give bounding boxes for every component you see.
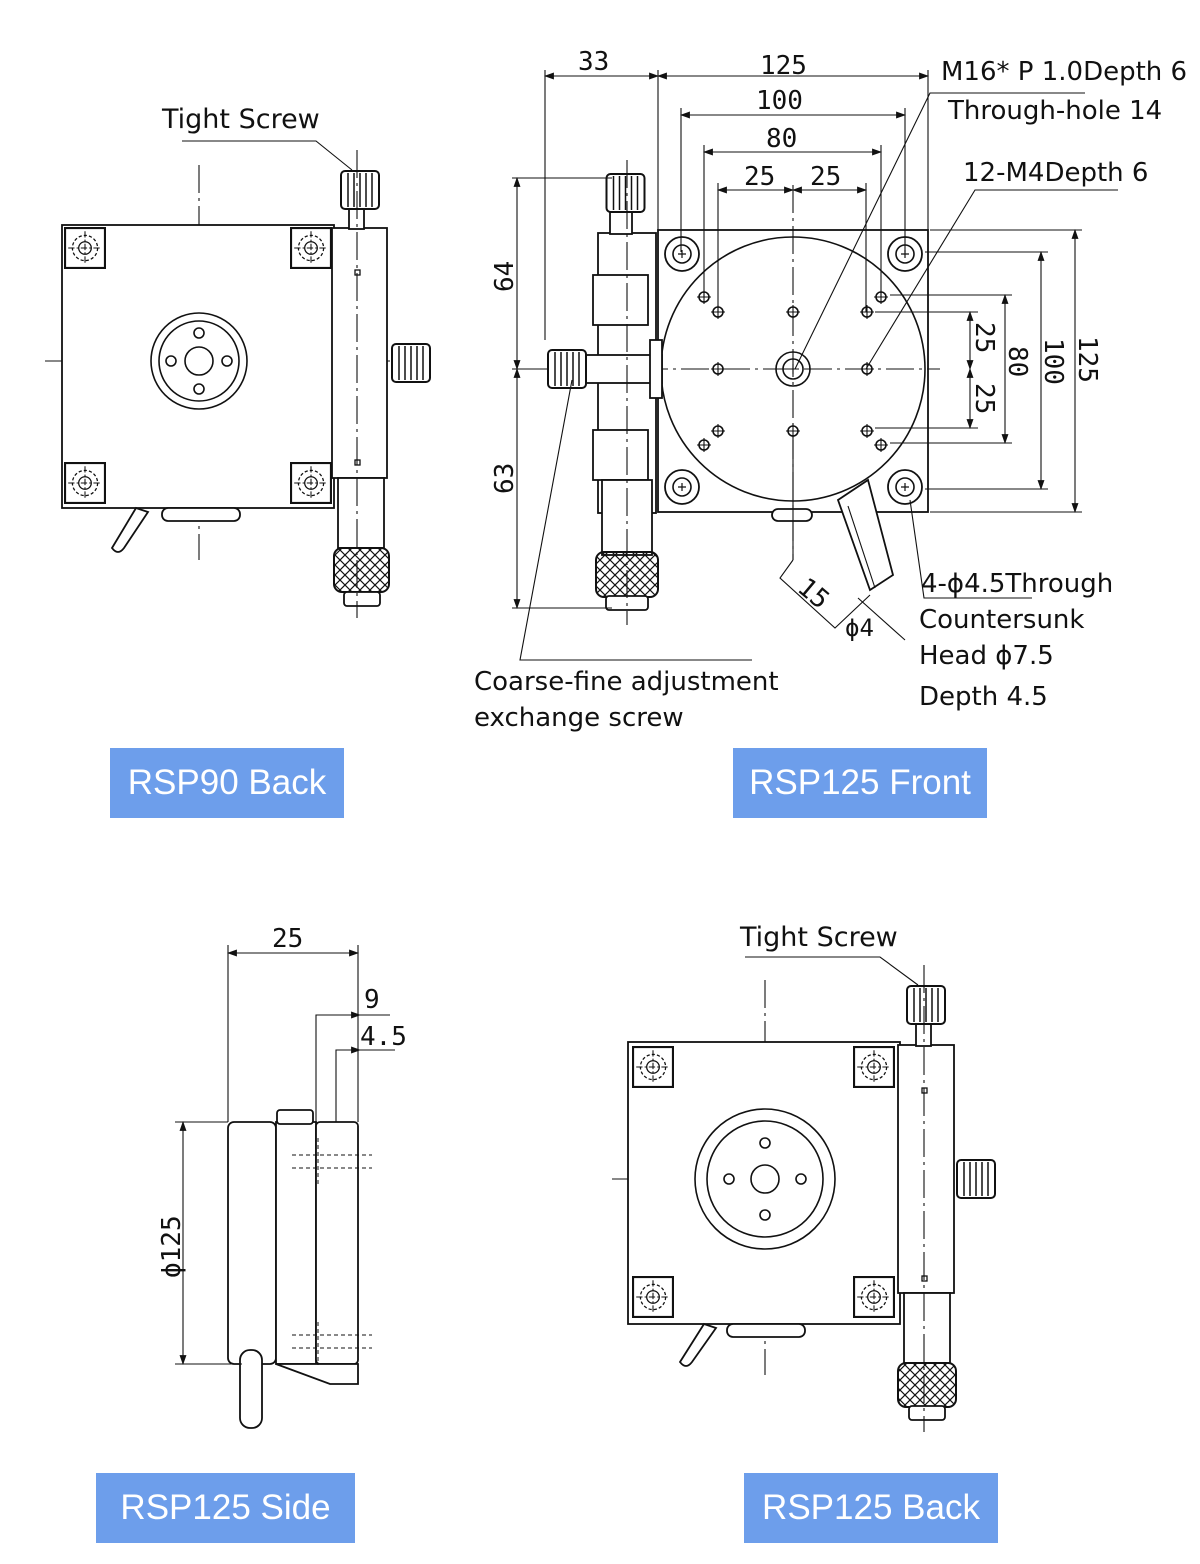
dim-25-right-upper: 25 (969, 322, 999, 353)
side-knob-icon (390, 343, 432, 383)
dim-25-right: 25 (810, 162, 841, 192)
dim-step-9: 9 (364, 985, 380, 1015)
thread-callout-line1: M16* P 1.0Depth 6 (941, 57, 1187, 87)
dim-diameter-125: ϕ125 (157, 1215, 187, 1278)
m4-callout: 12-M4Depth 6 (963, 158, 1148, 188)
dim-thickness-25: 25 (272, 924, 303, 954)
corner-hole-icon (64, 227, 106, 269)
micrometer-thimble-icon (333, 547, 390, 593)
dim-125-right: 125 (1072, 336, 1102, 383)
corner-hole-callout-line3: Head ϕ7.5 (919, 641, 1054, 671)
dim-64: 64 (490, 261, 520, 292)
corner-hole-icon (64, 462, 106, 504)
thread-callout-line2: Through-hole 14 (947, 96, 1162, 126)
dim-pin-dia-4: ϕ4 (845, 614, 874, 642)
corner-countersunk-hole-icon (664, 469, 700, 505)
corner-hole-icon (632, 1046, 674, 1088)
corner-hole-callout-line2: Countersunk (919, 605, 1084, 635)
dim-25-right-lower: 25 (969, 383, 999, 414)
corner-hole-callout-line1: 4-ϕ4.5Through (921, 569, 1113, 599)
exchange-screw-callout-line2: exchange screw (474, 703, 684, 733)
dim-angle-15: 15 (792, 572, 835, 615)
dim-100-right: 100 (1038, 338, 1068, 385)
tight-screw-label: Tight Screw (739, 922, 898, 953)
dim-63: 63 (490, 463, 520, 494)
dim-100-top: 100 (756, 86, 803, 116)
tight-screw-knob-icon (339, 170, 381, 210)
dim-25-left: 25 (744, 162, 775, 192)
dim-33: 33 (578, 47, 609, 77)
corner-countersunk-hole-icon (664, 236, 700, 272)
tight-screw-knob-icon (605, 173, 646, 213)
dim-125-top: 125 (760, 51, 807, 81)
rsp125-front-view: 33 125 100 80 25 25 64 63 25 25 80 100 1… (474, 47, 1187, 733)
tight-screw-knob-icon (905, 985, 947, 1025)
rsp125-back-view: Tight Screw (612, 922, 997, 1432)
corner-hole-icon (290, 227, 332, 269)
corner-hole-icon (632, 1276, 674, 1318)
rsp125-side-view: 25 9 4.5 ϕ125 (157, 924, 407, 1429)
rsp90-back-view: Tight Screw (45, 104, 432, 618)
corner-hole-icon (853, 1046, 895, 1088)
corner-countersunk-hole-icon (887, 469, 923, 505)
tight-screw-label: Tight Screw (161, 104, 320, 135)
micrometer-thimble-icon (897, 1362, 957, 1408)
corner-hole-icon (290, 462, 332, 504)
dim-80-top: 80 (766, 124, 797, 154)
dim-step-4-5: 4.5 (360, 1022, 407, 1052)
caption-rsp90-back: RSP90 Back (110, 748, 344, 818)
corner-hole-callout-line4: Depth 4.5 (919, 682, 1048, 712)
dim-80-right: 80 (1002, 346, 1032, 377)
side-knob-icon (955, 1159, 997, 1199)
corner-hole-icon (853, 1276, 895, 1318)
exchange-screw-callout-line1: Coarse-fine adjustment (474, 667, 779, 697)
exchange-screw-knob-icon (546, 349, 588, 389)
caption-rsp125-back: RSP125 Back (744, 1473, 998, 1543)
caption-rsp125-front: RSP125 Front (733, 748, 987, 818)
caption-rsp125-side: RSP125 Side (96, 1473, 355, 1543)
